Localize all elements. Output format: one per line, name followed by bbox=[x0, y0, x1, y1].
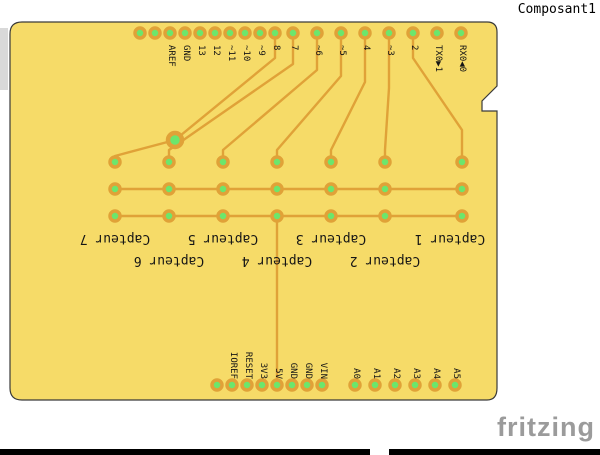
header-pad-top[interactable] bbox=[238, 26, 252, 40]
sensor-pad[interactable] bbox=[216, 155, 230, 169]
header-pad-bottom[interactable] bbox=[240, 378, 254, 392]
header-pad-top[interactable] bbox=[334, 26, 348, 40]
sensor-pad[interactable] bbox=[216, 209, 230, 223]
via-pad[interactable] bbox=[165, 130, 185, 150]
header-pad-bottom[interactable] bbox=[428, 378, 442, 392]
header-pad-bottom[interactable] bbox=[315, 378, 329, 392]
header-pad-top[interactable] bbox=[223, 26, 237, 40]
sensor-pad[interactable] bbox=[455, 182, 469, 196]
sensor-pad[interactable] bbox=[378, 182, 392, 196]
header-pad-top[interactable] bbox=[406, 26, 420, 40]
header-pad-bottom[interactable] bbox=[388, 378, 402, 392]
header-pad-bottom[interactable] bbox=[408, 378, 422, 392]
bottom-bar-left bbox=[0, 449, 370, 455]
header-pad-bottom[interactable] bbox=[368, 378, 382, 392]
header-pad-top[interactable] bbox=[193, 26, 207, 40]
sensor-pad[interactable] bbox=[162, 209, 176, 223]
header-pad-top[interactable] bbox=[268, 26, 282, 40]
sensor-pad[interactable] bbox=[270, 155, 284, 169]
header-pad-bottom[interactable] bbox=[348, 378, 362, 392]
sensor-pad[interactable] bbox=[108, 155, 122, 169]
sensor-pad[interactable] bbox=[108, 182, 122, 196]
header-pad-top[interactable] bbox=[358, 26, 372, 40]
header-pad-top[interactable] bbox=[133, 26, 147, 40]
header-pad-top[interactable] bbox=[148, 26, 162, 40]
bottom-bar-right bbox=[389, 449, 600, 455]
header-pad-top[interactable] bbox=[253, 26, 267, 40]
sensor-pad[interactable] bbox=[455, 155, 469, 169]
sensor-pad[interactable] bbox=[270, 209, 284, 223]
pcb-board[interactable] bbox=[9, 21, 498, 401]
fritzing-logo: fritzing bbox=[497, 412, 595, 442]
header-pad-top[interactable] bbox=[178, 26, 192, 40]
sensor-pad[interactable] bbox=[108, 209, 122, 223]
header-pad-bottom[interactable] bbox=[255, 378, 269, 392]
sensor-pad[interactable] bbox=[162, 155, 176, 169]
header-pad-top[interactable] bbox=[208, 26, 222, 40]
header-pad-bottom[interactable] bbox=[225, 378, 239, 392]
header-pad-top[interactable] bbox=[382, 26, 396, 40]
header-pad-top[interactable] bbox=[310, 26, 324, 40]
header-pad-bottom[interactable] bbox=[285, 378, 299, 392]
header-pad-bottom[interactable] bbox=[270, 378, 284, 392]
sensor-pad[interactable] bbox=[378, 155, 392, 169]
sensor-pad[interactable] bbox=[216, 182, 230, 196]
header-pad-bottom[interactable] bbox=[300, 378, 314, 392]
sensor-pad[interactable] bbox=[324, 155, 338, 169]
sensor-pad[interactable] bbox=[270, 182, 284, 196]
header-pad-top[interactable] bbox=[286, 26, 300, 40]
sensor-pad[interactable] bbox=[324, 182, 338, 196]
sensor-pad[interactable] bbox=[455, 209, 469, 223]
sensor-pad[interactable] bbox=[378, 209, 392, 223]
component-label[interactable]: Composant1 bbox=[517, 2, 596, 17]
header-pad-top[interactable] bbox=[430, 26, 444, 40]
trace-capteur1[interactable] bbox=[411, 38, 464, 164]
sensor-pad[interactable] bbox=[324, 209, 338, 223]
window-edge-artifact bbox=[0, 28, 8, 90]
sensor-pad[interactable] bbox=[162, 182, 176, 196]
header-pad-top[interactable] bbox=[163, 26, 177, 40]
header-pad-bottom[interactable] bbox=[210, 378, 224, 392]
pads-layer bbox=[108, 26, 469, 392]
header-pad-bottom[interactable] bbox=[448, 378, 462, 392]
header-pad-top[interactable] bbox=[454, 26, 468, 40]
